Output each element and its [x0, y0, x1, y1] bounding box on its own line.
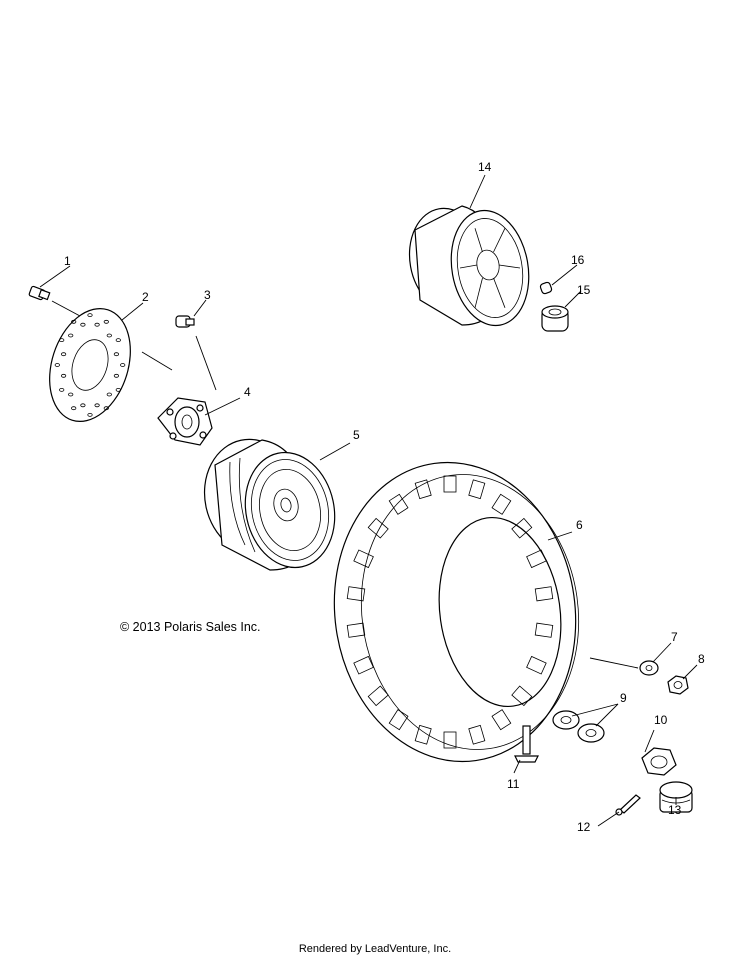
- disc-hole: [87, 412, 93, 417]
- cotter-pin-bolt: [514, 725, 539, 763]
- washer: [639, 660, 659, 676]
- disc-hole: [71, 319, 77, 324]
- tread-block: [534, 622, 554, 638]
- tread-block: [468, 479, 486, 500]
- disc-hole: [113, 352, 120, 357]
- tread-block: [443, 475, 457, 493]
- valve-stem: [539, 281, 553, 295]
- wheel-spoke: [474, 228, 483, 253]
- disc-hole: [120, 363, 126, 367]
- callout-1: 1: [64, 254, 71, 268]
- tread-block: [367, 685, 389, 707]
- front-wheel-rim: [203, 438, 336, 571]
- wheel-spoke: [474, 277, 483, 308]
- disc-hole: [54, 363, 60, 367]
- disc-hole: [87, 313, 93, 318]
- tread-block: [346, 586, 366, 602]
- disc-hole: [94, 322, 100, 327]
- tire: [333, 461, 580, 763]
- disc-hole: [59, 338, 65, 343]
- disc-hole: [106, 333, 112, 338]
- tread-block: [353, 655, 374, 675]
- axle-nut: [641, 747, 677, 776]
- disc-hole: [80, 322, 86, 327]
- callout-14: 14: [478, 160, 492, 174]
- tread-block: [367, 517, 389, 539]
- tread-block: [491, 709, 512, 731]
- wheel-spoke: [493, 277, 506, 308]
- lug-nut: [667, 675, 689, 695]
- tread-block: [468, 724, 486, 745]
- wheel-spoke: [493, 228, 506, 253]
- callout-7: 7: [671, 630, 678, 644]
- disc-hole: [94, 403, 100, 408]
- callout-15: 15: [577, 283, 591, 297]
- rear-wheel: [408, 205, 530, 327]
- callout-13: 13: [668, 803, 682, 817]
- tread-block: [534, 586, 554, 602]
- tread-block: [346, 622, 366, 638]
- callout-12: 12: [577, 820, 591, 834]
- tread-block: [526, 549, 547, 569]
- disc-hole: [106, 392, 112, 397]
- wheel-spoke: [459, 264, 478, 269]
- callout-2: 2: [142, 290, 149, 304]
- disc-hole: [59, 387, 65, 392]
- disc-hole: [60, 352, 67, 357]
- tread-block: [511, 517, 533, 539]
- disc-hole: [68, 392, 74, 397]
- callout-3: 3: [204, 288, 211, 302]
- tread-block: [353, 549, 374, 569]
- disc-hole: [60, 373, 67, 378]
- disc-hole: [80, 403, 86, 408]
- tread-block: [388, 709, 409, 731]
- callout-9: 9: [620, 691, 627, 705]
- tread-block: [414, 479, 432, 500]
- disc-hole: [103, 319, 109, 324]
- copyright-text: © 2013 Polaris Sales Inc.: [120, 620, 261, 634]
- callout-8: 8: [698, 652, 705, 666]
- disc-hole: [68, 333, 74, 338]
- disc-hole: [113, 373, 120, 378]
- disc-hole: [103, 406, 109, 411]
- tread-block: [388, 493, 409, 515]
- wheel-spoke: [498, 264, 521, 269]
- tread-block: [414, 724, 432, 745]
- bearing-nut: [541, 305, 569, 332]
- callout-5: 5: [353, 428, 360, 442]
- callout-10: 10: [654, 713, 668, 727]
- cotter-pin: [615, 794, 641, 816]
- tread-block: [443, 731, 457, 749]
- tread-block: [526, 655, 547, 675]
- tread-block: [491, 493, 512, 515]
- leader-lines: [39, 174, 698, 827]
- callout-11: 11: [507, 777, 520, 791]
- brake-disc-bolt: [28, 285, 51, 301]
- wheel-hub: [157, 397, 213, 446]
- tread-block: [511, 685, 533, 707]
- brake-disc: [49, 308, 131, 422]
- callout-4: 4: [244, 385, 251, 399]
- disc-hole: [115, 338, 121, 343]
- disc-hole: [71, 406, 77, 411]
- disc-hole: [115, 387, 121, 392]
- callout-6: 6: [576, 518, 583, 532]
- callout-16: 16: [571, 253, 585, 267]
- hub-stud: [175, 315, 195, 328]
- spacer-washers: [552, 710, 605, 743]
- footer-text: Rendered by LeadVenture, Inc.: [298, 943, 452, 955]
